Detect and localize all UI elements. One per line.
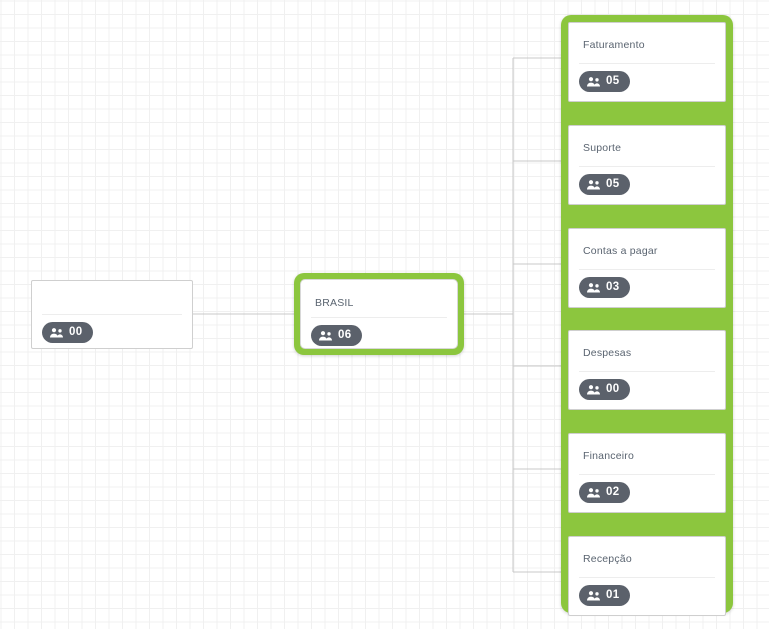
people-count-badge-child[interactable]: 02	[579, 482, 630, 503]
people-count-badge-brasil[interactable]: 06	[311, 325, 362, 346]
people-count-value: 00	[69, 326, 83, 339]
people-count-value: 02	[606, 486, 620, 499]
people-count-value: 06	[338, 329, 352, 342]
people-group-icon	[586, 76, 601, 88]
org-node-child-title: Recepção	[583, 553, 632, 565]
card-divider	[42, 314, 182, 315]
card-divider	[579, 474, 715, 475]
people-count-value: 05	[606, 75, 620, 88]
people-group-icon	[49, 327, 64, 339]
people-group-icon	[586, 487, 601, 499]
people-count-badge-child[interactable]: 01	[579, 585, 630, 606]
people-count-badge-child[interactable]: 00	[579, 379, 630, 400]
org-node-child[interactable]: Recepção 01	[568, 536, 726, 616]
people-group-icon	[586, 282, 601, 294]
people-count-badge-child[interactable]: 03	[579, 277, 630, 298]
people-count-value: 01	[606, 589, 620, 602]
org-node-brasil-title: BRASIL	[315, 297, 354, 309]
card-divider	[579, 371, 715, 372]
org-children-group: Faturamento 05 Suporte	[568, 22, 726, 616]
people-count-badge-root[interactable]: 00	[42, 322, 93, 343]
people-count-badge-child[interactable]: 05	[579, 71, 630, 92]
card-divider	[579, 577, 715, 578]
people-group-icon	[586, 384, 601, 396]
people-count-badge-child[interactable]: 05	[579, 174, 630, 195]
org-children-group-selected-wrapper[interactable]: Faturamento 05 Suporte	[561, 15, 733, 616]
org-node-child-title: Suporte	[583, 142, 622, 154]
card-divider	[311, 317, 447, 318]
org-node-child[interactable]: Despesas 00	[568, 330, 726, 410]
people-group-icon	[318, 330, 333, 342]
card-divider	[579, 63, 715, 64]
org-node-root[interactable]: 00	[31, 280, 193, 349]
org-node-child[interactable]: Suporte 05	[568, 125, 726, 205]
org-node-child-title: Faturamento	[583, 39, 645, 51]
people-group-icon	[586, 179, 601, 191]
card-divider	[579, 166, 715, 167]
org-node-brasil-selected-wrapper[interactable]: BRASIL 06	[294, 273, 464, 355]
people-count-value: 00	[606, 383, 620, 396]
people-count-value: 05	[606, 178, 620, 191]
org-node-child[interactable]: Financeiro 02	[568, 433, 726, 513]
org-node-child-title: Financeiro	[583, 450, 635, 462]
org-node-brasil[interactable]: BRASIL 06	[300, 279, 458, 349]
org-node-child-title: Despesas	[583, 347, 632, 359]
people-count-value: 03	[606, 281, 620, 294]
org-node-child[interactable]: Faturamento 05	[568, 22, 726, 102]
org-node-child[interactable]: Contas a pagar 03	[568, 228, 726, 308]
people-group-icon	[586, 590, 601, 602]
org-node-child-title: Contas a pagar	[583, 245, 658, 257]
card-divider	[579, 269, 715, 270]
